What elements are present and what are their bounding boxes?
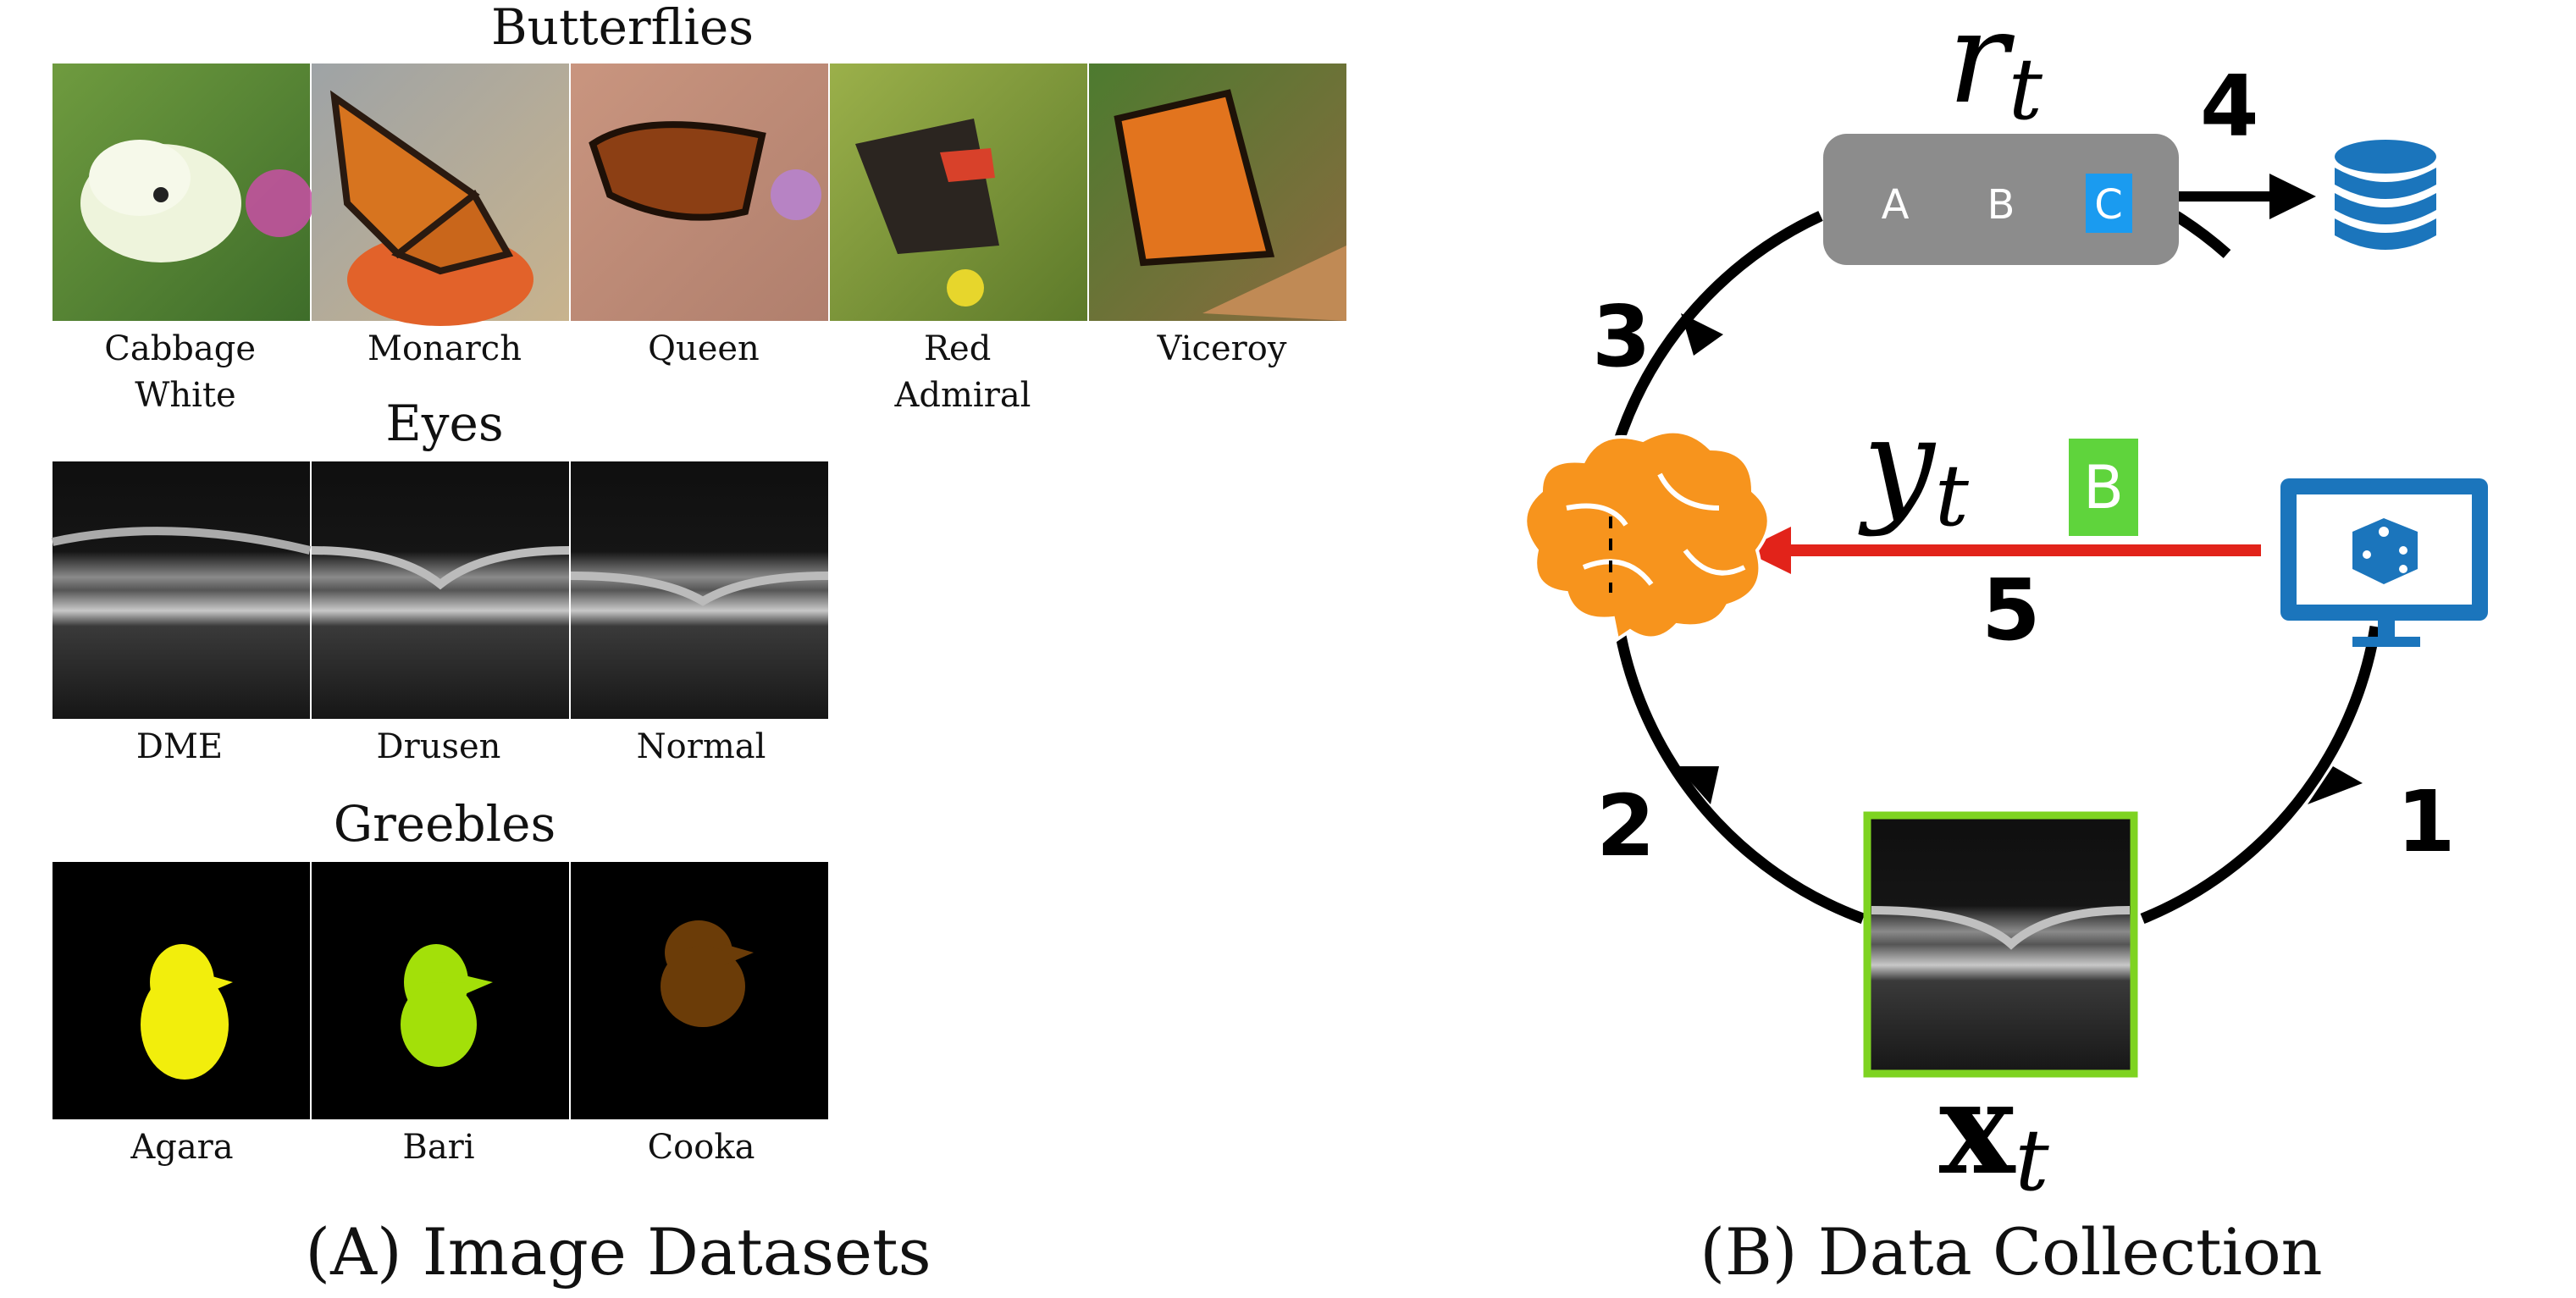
brain-icon xyxy=(1523,429,1771,643)
arrowhead-to-database xyxy=(2269,174,2316,219)
dice-icon xyxy=(2352,518,2418,584)
eye-image-dme xyxy=(51,461,312,719)
label-normal: Normal xyxy=(637,727,766,766)
butterfly-image-viceroy xyxy=(1089,64,1346,321)
correct-label-value: B xyxy=(2083,453,2124,522)
eye-image-normal xyxy=(570,461,829,719)
butterfly-image-queen xyxy=(571,64,828,321)
label-symbol: yt xyxy=(1858,391,1970,545)
arc-step-2 xyxy=(1613,625,1866,925)
panel-b: 1 2 3 4 5 rt A B C yt xyxy=(1523,0,2488,1290)
label-cabbage-white: Cabbage White xyxy=(104,329,267,415)
arc-step-1 xyxy=(2140,625,2381,925)
label-red-admiral: Red Admiral xyxy=(894,329,1031,415)
step-numbers: 1 2 3 4 5 xyxy=(1592,57,2456,875)
greeble-labels: Agara Bari Cooka xyxy=(130,1128,755,1167)
eye-labels: DME Drusen Normal xyxy=(136,727,766,766)
step-number-1: 1 xyxy=(2396,772,2456,871)
option-c: C xyxy=(2094,181,2123,229)
option-c-highlight xyxy=(2086,174,2132,233)
panel-a: Butterflies xyxy=(51,0,1346,1290)
butterfly-labels: Cabbage White Monarch Queen Red Admiral … xyxy=(104,329,1287,415)
option-b: B xyxy=(1987,181,2015,229)
correct-label-badge: B xyxy=(2069,439,2138,536)
panel-a-caption: (A) Image Datasets xyxy=(305,1214,931,1290)
panel-b-caption: (B) Data Collection xyxy=(1700,1214,2322,1290)
eye-images xyxy=(51,461,829,719)
image-symbol: xt xyxy=(1939,1054,2049,1210)
eyes-title: Eyes xyxy=(385,395,503,452)
option-a: A xyxy=(1882,181,1910,229)
label-bari: Bari xyxy=(402,1128,474,1167)
greeble-image-bari xyxy=(312,862,569,1119)
label-queen: Queen xyxy=(648,329,760,368)
arc-top-right xyxy=(2173,211,2231,258)
arrowhead-step-2 xyxy=(1677,766,1719,804)
label-monarch: Monarch xyxy=(368,329,522,368)
eye-image-drusen xyxy=(311,461,570,719)
cycle-arrowheads xyxy=(1677,313,2363,804)
butterfly-image-cabbage-white xyxy=(53,64,313,321)
arrowhead-step-1 xyxy=(2308,766,2363,804)
butterfly-image-red-admiral xyxy=(830,64,1087,321)
greeble-image-cooka xyxy=(571,862,828,1119)
step-number-4: 4 xyxy=(2200,57,2259,156)
label-agara: Agara xyxy=(130,1128,233,1167)
label-drusen: Drusen xyxy=(377,727,501,766)
database-icon xyxy=(2335,140,2436,250)
arc-step-3 xyxy=(1613,211,1823,443)
step-number-2: 2 xyxy=(1596,776,1656,875)
feedback-arrowhead xyxy=(1743,527,1791,574)
arrowhead-step-3 xyxy=(1681,313,1723,356)
computer-dice-icon xyxy=(2280,478,2488,647)
butterfly-image-monarch xyxy=(312,64,569,326)
greebles-title: Greebles xyxy=(334,795,556,853)
label-viceroy: Viceroy xyxy=(1157,329,1287,368)
label-dme: DME xyxy=(136,727,223,766)
stimulus-image xyxy=(1863,811,2138,1078)
response-box: A B C xyxy=(1823,134,2179,265)
butterfly-images xyxy=(53,64,1346,326)
butterflies-title: Butterflies xyxy=(491,0,754,56)
greeble-image-agara xyxy=(53,862,310,1119)
response-symbol: rt xyxy=(1948,0,2043,139)
step-number-3: 3 xyxy=(1592,287,1651,386)
step-number-5: 5 xyxy=(1982,561,2041,660)
label-cooka: Cooka xyxy=(648,1128,755,1167)
greeble-images xyxy=(53,862,828,1119)
